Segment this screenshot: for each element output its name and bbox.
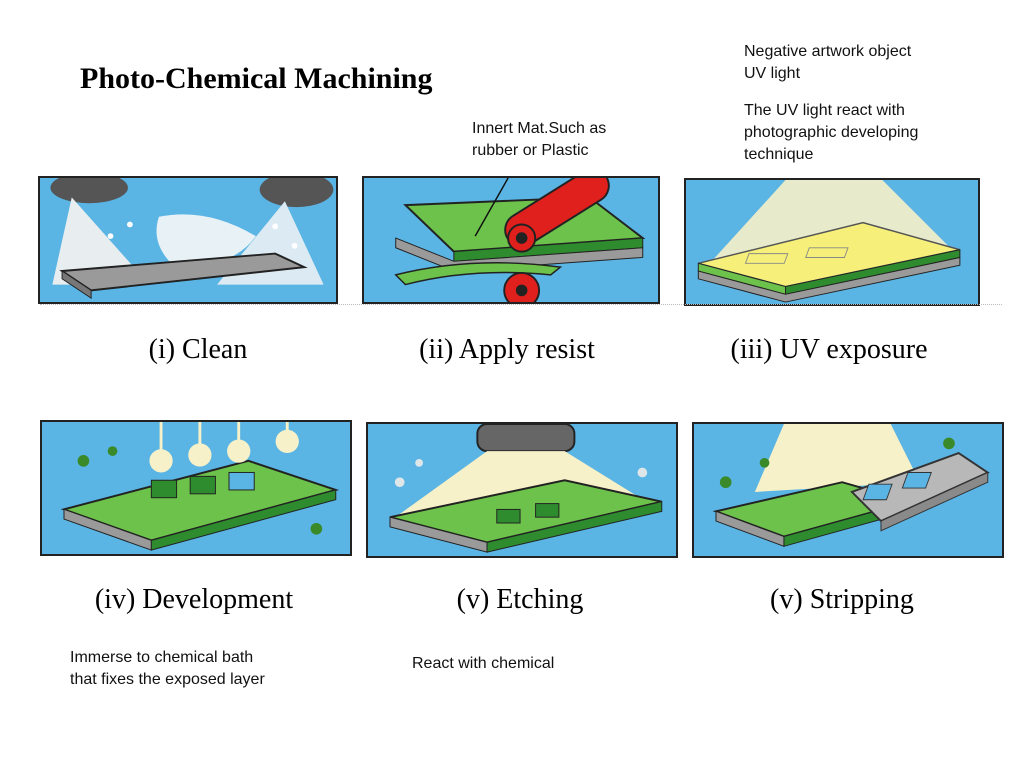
etching-note: React with chemical — [412, 655, 555, 672]
development-note-line1: Immerse to chemical bath — [70, 649, 254, 666]
panel-uv-exposure — [684, 178, 980, 306]
development-note: Immerse to chemical bath that fixes the … — [70, 647, 265, 691]
uv-note-line2: UV light — [744, 65, 801, 82]
development-spray-illustration — [44, 422, 348, 554]
uv-note: Negative artwork object UV light — [744, 41, 911, 85]
inert-note-line2: rubber or Plastic — [472, 142, 589, 159]
caption-stripping: (v) Stripping — [770, 584, 914, 615]
inert-note-line1: Innert Mat.Such as — [472, 120, 607, 137]
etching-illustration — [370, 424, 674, 556]
inert-material-note: Innert Mat.Such as rubber or Plastic — [472, 118, 606, 162]
divider-line — [40, 304, 1002, 305]
panel-etching — [366, 422, 678, 558]
caption-uv-exposure: (iii) UV exposure — [730, 334, 928, 365]
caption-clean: (i) Clean — [148, 334, 248, 365]
panel-development — [40, 420, 352, 556]
uv-description-note: The UV light react with photographic dev… — [744, 100, 918, 166]
uv-description-line1: The UV light react with — [744, 102, 905, 119]
uv-description-line3: technique — [744, 146, 814, 163]
stripping-illustration — [696, 424, 1000, 556]
development-note-line2: that fixes the exposed layer — [70, 671, 265, 688]
roller-resist-illustration — [366, 178, 656, 302]
uv-exposure-illustration — [688, 180, 976, 304]
caption-etching: (v) Etching — [456, 584, 584, 615]
page-title: Photo-Chemical Machining — [80, 62, 433, 95]
cleaning-spray-illustration — [42, 178, 334, 302]
caption-development: (iv) Development — [94, 584, 294, 615]
caption-apply-resist: (ii) Apply resist — [419, 334, 595, 365]
panel-clean — [38, 176, 338, 304]
panel-stripping — [692, 422, 1004, 558]
panel-apply-resist — [362, 176, 660, 304]
uv-note-line1: Negative artwork object — [744, 43, 912, 60]
uv-description-line2: photographic developing — [744, 124, 919, 141]
